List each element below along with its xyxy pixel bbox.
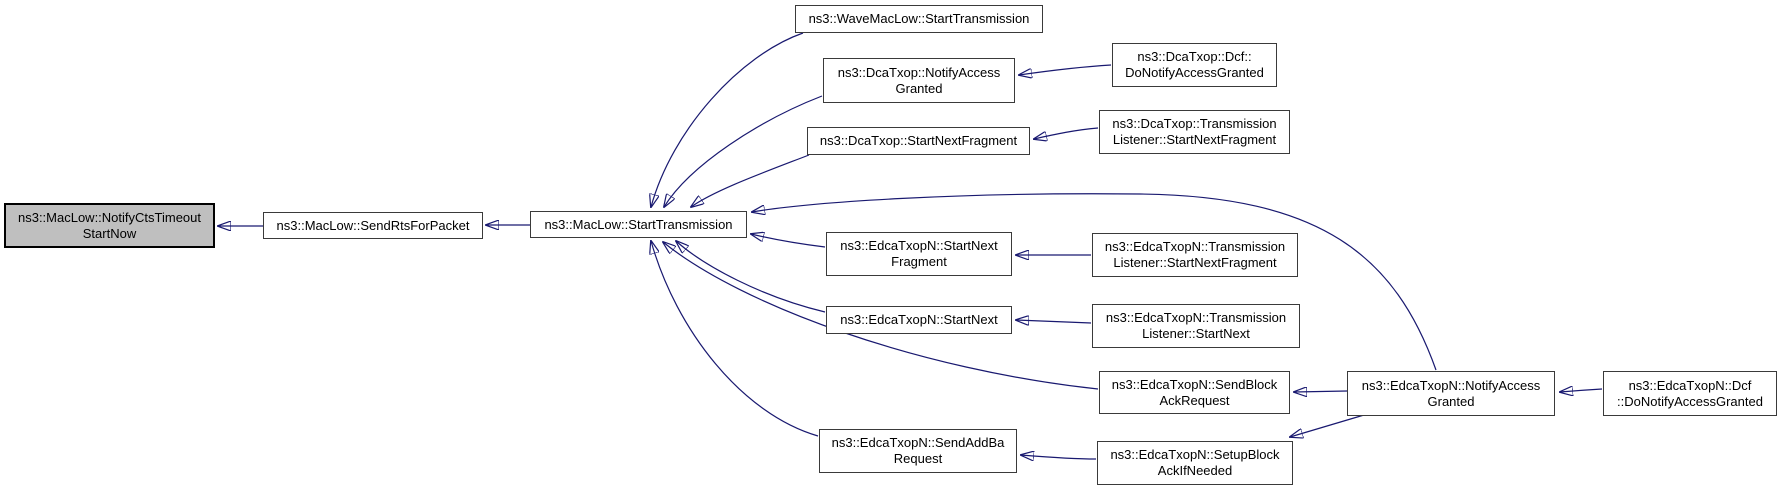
node-maclow-notify-cts-timeout-start-now[interactable]: ns3::MacLow::NotifyCtsTimeout StartNow: [4, 203, 215, 248]
node-label-line: ns3::DcaTxop::Dcf::: [1137, 49, 1252, 64]
node-edcatxopn-start-next-fragment[interactable]: ns3::EdcaTxopN::StartNext Fragment: [826, 232, 1012, 276]
edge-edcastartnextfragment-to-starttransmission: [751, 234, 826, 248]
node-dcatxop-transmission-listener-start-next-fragment[interactable]: ns3::DcaTxop::Transmission Listener::Sta…: [1099, 110, 1290, 154]
node-maclow-send-rts-for-packet[interactable]: ns3::MacLow::SendRtsForPacket: [263, 212, 483, 239]
node-label-line: ns3::EdcaTxopN::Transmission: [1105, 310, 1287, 325]
edge-edcanotifyaccess-to-sendblockack: [1294, 391, 1348, 392]
node-label-line: ns3::EdcaTxopN::SetupBlock: [1110, 447, 1280, 462]
node-edcatxopn-transmission-listener-start-next-fragment[interactable]: ns3::EdcaTxopN::Transmission Listener::S…: [1092, 233, 1298, 277]
edge-edcadcf-to-edcanotifyaccess: [1560, 389, 1603, 392]
edge-setupblockack-to-sendaddba: [1021, 455, 1097, 459]
node-label-line: ns3::EdcaTxopN::StartNext: [840, 238, 998, 253]
node-label-line: ns3::WaveMacLow::StartTransmission: [808, 11, 1030, 26]
node-label-line: ns3::EdcaTxopN::SendBlock: [1111, 376, 1278, 392]
node-label-line: ns3::DcaTxop::Transmission: [1112, 116, 1277, 131]
node-label-line: ns3::MacLow::SendRtsForPacket: [276, 217, 470, 233]
node-label-line: ns3::EdcaTxopN::StartNext: [840, 312, 998, 327]
edge-edcanotifyaccess-to-starttransmission: [752, 193, 1437, 371]
node-label-line: ns3::MacLow::StartTransmission: [544, 216, 733, 232]
node-label-line: Granted: [895, 80, 943, 96]
node-label-line: Fragment: [891, 254, 947, 269]
edge-dcastartnextfragment-to-starttransmission: [691, 154, 810, 207]
node-dcatxop-notify-access-granted[interactable]: ns3::DcaTxop::NotifyAccess Granted: [823, 58, 1015, 103]
node-edcatxopn-start-next[interactable]: ns3::EdcaTxopN::StartNext: [826, 306, 1012, 334]
edge-edcastartnext-to-starttransmission: [676, 241, 826, 313]
edge-dcadcf-to-dcanotifyaccess: [1019, 64, 1112, 75]
edge-edcanotifyaccess-to-setupblockack: [1290, 414, 1365, 437]
node-edcatxopn-dcf-do-notify-access-granted[interactable]: ns3::EdcaTxopN::Dcf ::DoNotifyAccessGran…: [1603, 371, 1777, 416]
node-label-line: Request: [893, 451, 943, 466]
edge-wavemaclow-to-starttransmission: [651, 32, 804, 207]
node-label-line: ns3::EdcaTxopN::NotifyAccess: [1361, 377, 1541, 393]
node-label-line: DoNotifyAccessGranted: [1125, 65, 1264, 80]
node-label-line: ns3::DcaTxop::NotifyAccess: [837, 64, 1001, 80]
node-edcatxopn-send-block-ack-request[interactable]: ns3::EdcaTxopN::SendBlock AckRequest: [1099, 371, 1290, 414]
node-label-line: Listener::StartNextFragment: [1112, 132, 1277, 147]
node-label-line: ns3::EdcaTxopN::Dcf: [1628, 377, 1752, 393]
node-label-line: ns3::MacLow::NotifyCtsTimeout: [17, 209, 202, 225]
node-dcatxop-start-next-fragment[interactable]: ns3::DcaTxop::StartNextFragment: [807, 127, 1030, 155]
node-label-line: Granted: [1427, 393, 1475, 409]
node-label-line: AckRequest: [1159, 392, 1230, 408]
node-edcatxopn-send-add-ba-request[interactable]: ns3::EdcaTxopN::SendAddBa Request: [819, 429, 1017, 473]
node-label-line: StartNow: [82, 225, 137, 241]
node-label-line: ns3::DcaTxop::StartNextFragment: [819, 133, 1018, 148]
edge-dcanotifyaccess-to-starttransmission: [664, 95, 823, 207]
node-label-line: ns3::EdcaTxopN::SendAddBa: [831, 435, 1005, 450]
node-wavemaclow-start-transmission[interactable]: ns3::WaveMacLow::StartTransmission: [795, 5, 1043, 33]
node-dcatxop-dcf-do-notify-access-granted[interactable]: ns3::DcaTxop::Dcf:: DoNotifyAccessGrante…: [1112, 43, 1277, 87]
edge-edcalistenersn-to-edcastartnext: [1016, 320, 1092, 323]
edge-sendaddba-to-starttransmission: [651, 241, 819, 437]
node-label-line: AckIfNeeded: [1157, 463, 1233, 478]
node-label-line: Listener::StartNextFragment: [1113, 255, 1277, 270]
node-label-line: Listener::StartNext: [1142, 326, 1250, 341]
edge-dcalistener-to-dcastartnextfragment: [1034, 127, 1099, 139]
node-label-line: ns3::EdcaTxopN::Transmission: [1104, 239, 1286, 254]
node-label-line: ::DoNotifyAccessGranted: [1617, 393, 1763, 409]
node-edcatxopn-transmission-listener-start-next[interactable]: ns3::EdcaTxopN::Transmission Listener::S…: [1092, 304, 1300, 348]
node-edcatxopn-notify-access-granted[interactable]: ns3::EdcaTxopN::NotifyAccess Granted: [1347, 371, 1555, 416]
node-maclow-start-transmission[interactable]: ns3::MacLow::StartTransmission: [530, 211, 747, 238]
node-edcatxopn-setup-block-ack-if-needed[interactable]: ns3::EdcaTxopN::SetupBlock AckIfNeeded: [1097, 441, 1293, 485]
